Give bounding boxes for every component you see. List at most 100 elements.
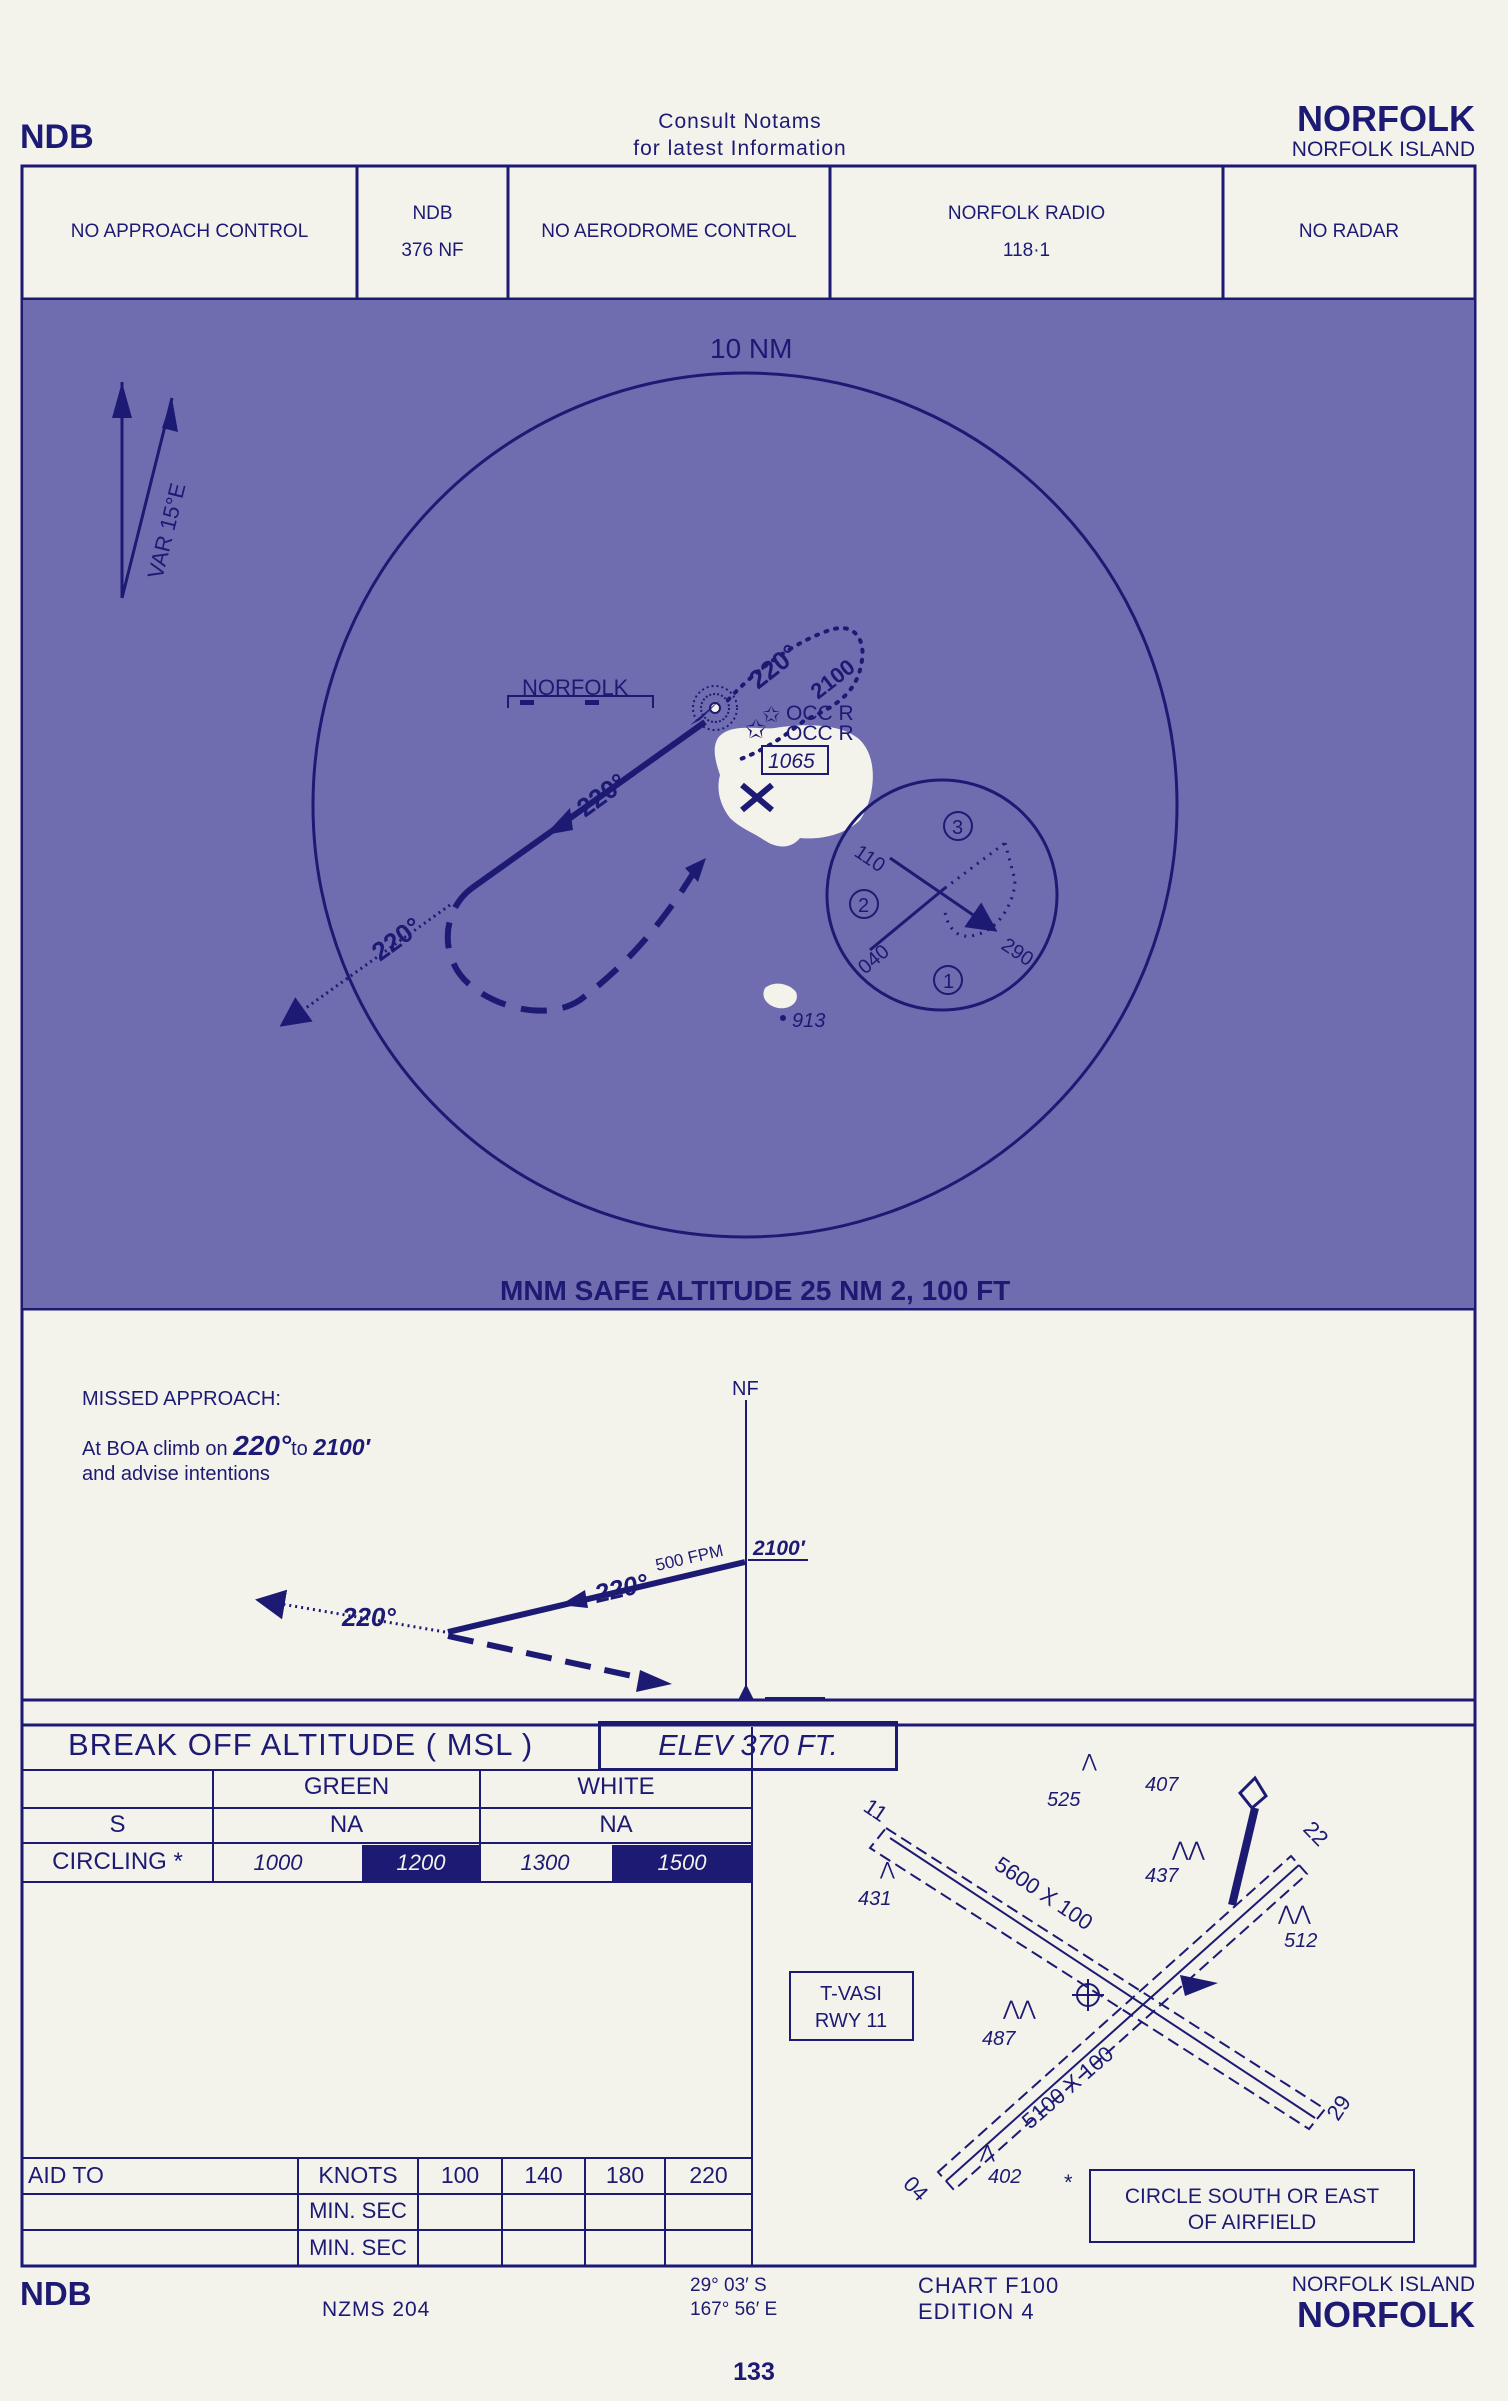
obstacle-icon-525: ⋀	[1081, 1751, 1097, 1771]
zone-1: 1	[943, 971, 954, 993]
occ-r-label-1: OCC R	[786, 702, 854, 725]
zone-3-circle	[943, 811, 973, 841]
ndb-fix-symbol	[738, 1684, 754, 1700]
circling-white-ceiling: 1300	[520, 1850, 570, 1875]
elev-437: 437	[1145, 1865, 1179, 1887]
map-reference: NZMS 204	[322, 2298, 431, 2321]
outbound-track	[279, 903, 451, 1027]
zone-2: 2	[858, 895, 869, 917]
profile-view: NF 220° 500 FPM 2100′ 220°	[255, 1378, 825, 1700]
inbound-arrow	[545, 808, 573, 835]
procedure-turn	[444, 860, 703, 1014]
min-sec-row-1: MIN. SEC	[309, 2198, 407, 2223]
missed-course: 220°	[233, 1430, 292, 1461]
speed-180: 180	[605, 2162, 645, 2188]
longitude: 167° 56′ E	[690, 2299, 778, 2320]
missed-line1-b: to	[291, 1438, 308, 1460]
circling-note-line2: OF AIRFIELD	[1188, 2211, 1316, 2234]
row-circling-label: CIRCLING *	[52, 1848, 183, 1875]
taxiway	[1228, 1807, 1259, 1906]
runway-29-label: 29	[1321, 2091, 1355, 2125]
elev-512: 512	[1284, 1930, 1317, 1952]
circling-line-040	[869, 886, 946, 952]
ndb-cell: NDB 376 NF	[357, 166, 508, 299]
missed-altitude: 2100′	[313, 1434, 371, 1460]
t-vasi-line1: T-VASI	[820, 1983, 882, 2005]
descent-arrow	[560, 1590, 588, 1608]
header-right-title: NORFOLK	[1297, 98, 1475, 139]
circling-line-110	[889, 856, 998, 932]
elev-407: 407	[1145, 1774, 1179, 1796]
footer-right-subtitle: NORFOLK ISLAND	[1291, 2273, 1475, 2296]
runway-11-label: 11	[859, 1793, 892, 1827]
zone-1-circle	[933, 965, 963, 995]
ndb-label: NDB	[412, 203, 453, 225]
obstacle-icon-437: ⋀⋀	[1171, 1839, 1205, 1861]
chart-number: CHART F100	[918, 2273, 1060, 2298]
inbound-track	[470, 719, 707, 891]
min-sec-row-2: MIN. SEC	[309, 2235, 407, 2260]
obstacle-icon-487: ⋀⋀	[1002, 1998, 1036, 2020]
circling-inset	[825, 778, 1059, 1012]
obstacle-elev-box	[761, 745, 829, 775]
ndb-name: NORFOLK	[522, 675, 629, 700]
runway-04-label: 04	[898, 2171, 933, 2206]
aerodrome-control-cell: NO AERODROME CONTROL	[508, 166, 830, 299]
runway-04-22	[936, 1854, 1309, 2192]
spot-elev-dot	[780, 1015, 786, 1021]
ndb-fix-label: NF	[732, 1378, 759, 1400]
speed-100: 100	[440, 2162, 480, 2188]
latitude: 29° 03′ S	[690, 2275, 767, 2296]
ndb-ident: 376 NF	[401, 239, 464, 261]
circling-green-ceiling: 1000	[253, 1850, 303, 1875]
ndb-station	[692, 685, 738, 731]
radar-cell: NO RADAR	[1223, 166, 1475, 299]
header-left-title: NDB	[20, 118, 94, 156]
circling-note-line1: CIRCLE SOUTH OR EAST	[1125, 2185, 1380, 2208]
notam-notice-line2: for latest Information	[633, 137, 847, 160]
profile-altitude: 2100′	[752, 1537, 806, 1560]
approach-control-cell: NO APPROACH CONTROL	[22, 166, 357, 299]
minima-title: BREAK OFF ALTITUDE ( MSL )	[68, 1727, 534, 1762]
edition: EDITION 4	[918, 2299, 1035, 2324]
apron-symbol	[1237, 1775, 1268, 1811]
phillip-island	[763, 983, 797, 1009]
aerodrome-cross-symbol	[740, 782, 774, 813]
missed-line1-a: At BOA climb on	[82, 1438, 228, 1460]
obstruction-star-2: ✩	[762, 702, 780, 727]
col-green-header: GREEN	[303, 1773, 390, 1800]
speed-220: 220	[689, 2162, 728, 2188]
t-vasi-line2: RWY 11	[815, 2010, 887, 2032]
obstacle-elev: 1065	[768, 750, 815, 773]
elevation-box: ELEV 370 FT.	[598, 1721, 898, 1771]
runway-11-29	[868, 1826, 1327, 2131]
knots-label: KNOTS	[318, 2162, 398, 2188]
minimum-safe-altitude: MNM SAFE ALTITUDE 25 NM 2, 100 FT	[500, 1275, 1010, 1306]
footer-left-title: NDB	[20, 2275, 92, 2312]
notam-notice-line1: Consult Notams	[658, 110, 822, 133]
descent-path	[447, 1559, 746, 1635]
obstacle-icon-512: ⋀⋀	[1277, 1903, 1311, 1925]
obstacle-icon-431: ⋀	[879, 1859, 895, 1879]
elev-402: 402	[988, 2166, 1021, 2188]
aid-to-label: AID TO	[28, 2162, 104, 2188]
elev-431: 431	[858, 1888, 891, 1910]
missed-approach-line1: At BOA climb on 220°to 2100′	[82, 1430, 370, 1462]
profile-outbound-track	[255, 1589, 446, 1634]
circling-green-visibility: 1200	[362, 1845, 480, 1881]
missed-approach-title: MISSED APPROACH:	[82, 1388, 281, 1410]
approach-control-text: NO APPROACH CONTROL	[70, 221, 309, 243]
vasi-flag	[1180, 1975, 1218, 1996]
ndb-name-box	[507, 695, 654, 708]
obstruction-star-1: ✩	[745, 714, 767, 744]
arrival-arc	[726, 626, 865, 762]
radio-name: NORFOLK RADIO	[947, 203, 1106, 225]
row-s-green: NA	[329, 1811, 364, 1838]
aerodrome-diagram: 5600 X 100 5100 X 100 11 29 04 22 ⋀ 525 …	[789, 1751, 1415, 2243]
row-s-label: S	[109, 1811, 126, 1838]
profile-turn-path	[447, 1633, 661, 1685]
missed-approach-line2: and advise intentions	[82, 1463, 270, 1485]
radio-frequency: 118·1	[1002, 239, 1051, 261]
